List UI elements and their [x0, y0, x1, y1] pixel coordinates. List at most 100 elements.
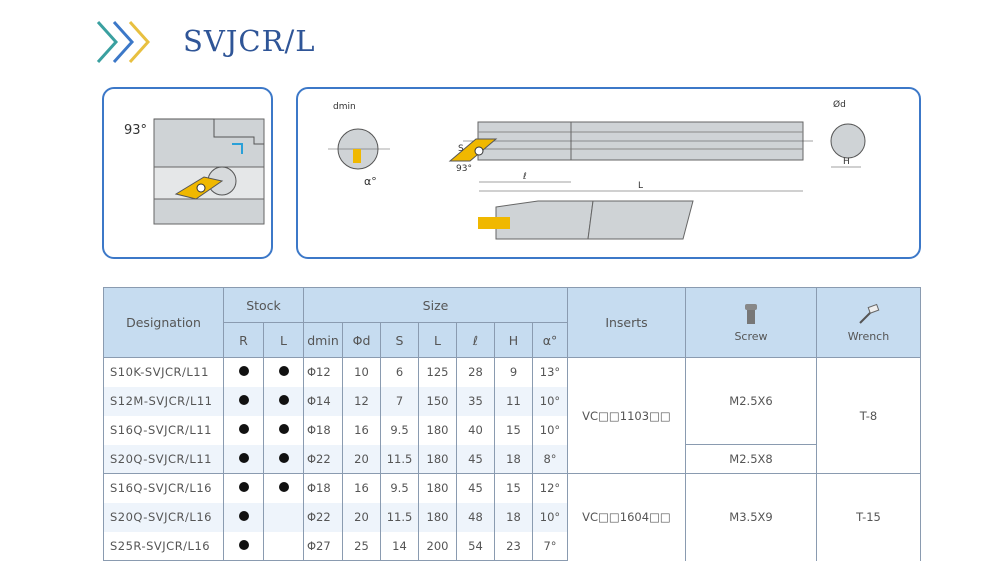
wrench-icon — [858, 303, 879, 324]
wrench-cell: T-15 — [816, 473, 921, 561]
stock-r-cell — [223, 386, 264, 416]
inserts-cell: VC□□1103□□ — [567, 357, 686, 474]
h-cell: 11 — [494, 386, 533, 416]
screw-label: Screw — [734, 329, 768, 343]
s-cell: 14 — [380, 531, 419, 561]
phi-d-cell: 10 — [342, 357, 381, 387]
stock-r-cell — [223, 502, 264, 532]
chevrons-logo-icon — [96, 20, 151, 64]
alpha-cell: 12° — [532, 473, 568, 503]
stock-l-cell — [263, 415, 304, 445]
h-cell: 18 — [494, 502, 533, 532]
stock-dot-icon — [278, 482, 289, 493]
stock-l-cell — [263, 473, 304, 503]
alpha-label: α° — [364, 175, 377, 188]
page-title: SVJCR/L — [183, 24, 316, 58]
stock-dot-icon — [238, 366, 249, 377]
stock-dot-icon — [238, 452, 249, 463]
dmin-cell: Φ22 — [303, 444, 343, 474]
header-l-small: ℓ — [456, 322, 495, 358]
designation-cell: S10K-SVJCR/L11 — [103, 357, 224, 387]
stock-r-cell — [223, 473, 264, 503]
length-cell: 125 — [418, 357, 457, 387]
stock-l-cell — [263, 386, 304, 416]
wrench-label: Wrench — [847, 329, 890, 343]
dmin-label: dmin — [333, 102, 356, 112]
stock-dot-icon — [278, 395, 289, 405]
l-small-cell: 54 — [456, 531, 495, 561]
phi-d-cell: 20 — [342, 444, 381, 474]
l-big-label: L — [638, 181, 643, 191]
length-cell: 200 — [418, 531, 457, 561]
dmin-cell: Φ14 — [303, 386, 343, 416]
stock-dot-icon — [278, 366, 289, 377]
phi-d-cell: 20 — [342, 502, 381, 532]
header-alpha: α° — [532, 322, 568, 358]
od-label: Ød — [833, 99, 846, 110]
stock-dot-icon — [238, 424, 249, 434]
h-label: H — [843, 157, 850, 167]
s-label: S — [458, 144, 464, 154]
h-cell: 23 — [494, 531, 533, 561]
stock-dot-icon — [238, 482, 249, 493]
l-small-cell: 28 — [456, 357, 495, 387]
s-cell: 6 — [380, 357, 419, 387]
stock-r-cell — [223, 415, 264, 445]
alpha-cell: 10° — [532, 415, 568, 445]
header-s: S — [380, 322, 419, 358]
alpha-cell: 10° — [532, 502, 568, 532]
length-cell: 180 — [418, 473, 457, 503]
header-designation: Designation — [103, 287, 224, 358]
alpha-cell: 7° — [532, 531, 568, 561]
screw-cell: M3.5X9 — [685, 473, 817, 561]
phi-d-cell: 16 — [342, 415, 381, 445]
s-cell: 11.5 — [380, 444, 419, 474]
designation-cell: S20Q-SVJCR/L11 — [103, 444, 224, 474]
header-screw: Screw — [685, 287, 817, 358]
length-cell: 180 — [418, 444, 457, 474]
dmin-cell: Φ27 — [303, 531, 343, 561]
alpha-cell: 13° — [532, 357, 568, 387]
header-inserts: Inserts — [567, 287, 686, 358]
h-cell: 9 — [494, 357, 533, 387]
tool-dimension-diagram: dmin α° S 93° ℓ L Ød H — [296, 87, 921, 259]
dmin-cell: Φ12 — [303, 357, 343, 387]
inserts-cell: VC□□1604□□ — [567, 473, 686, 561]
stock-r-cell — [223, 357, 264, 387]
stock-l-cell — [263, 357, 304, 387]
designation-cell: S16Q-SVJCR/L11 — [103, 415, 224, 445]
phi-d-cell: 16 — [342, 473, 381, 503]
length-cell: 180 — [418, 415, 457, 445]
wrench-cell: T-8 — [816, 357, 921, 474]
s-cell: 7 — [380, 386, 419, 416]
l-small-label: ℓ — [522, 172, 527, 182]
stock-r-cell — [223, 444, 264, 474]
stock-dot-icon — [278, 452, 289, 463]
dmin-cell: Φ18 — [303, 473, 343, 503]
l-small-cell: 45 — [456, 444, 495, 474]
screw-icon — [745, 303, 757, 324]
l-small-cell: 35 — [456, 386, 495, 416]
stock-l-cell — [263, 531, 304, 561]
h-cell: 15 — [494, 473, 533, 503]
stock-dot-icon — [238, 539, 249, 550]
header-length: L — [418, 322, 457, 358]
alpha-cell: 8° — [532, 444, 568, 474]
h-cell: 18 — [494, 444, 533, 474]
l-small-cell: 45 — [456, 473, 495, 503]
angle-label: 93° — [124, 123, 147, 138]
designation-cell: S12M-SVJCR/L11 — [103, 386, 224, 416]
l-small-cell: 40 — [456, 415, 495, 445]
designation-cell: S16Q-SVJCR/L16 — [103, 473, 224, 503]
stock-dot-icon — [238, 511, 249, 521]
stock-dot-icon — [278, 424, 289, 434]
h-cell: 15 — [494, 415, 533, 445]
dmin-cell: Φ22 — [303, 502, 343, 532]
designation-cell: S25R-SVJCR/L16 — [103, 531, 224, 561]
phi-d-cell: 12 — [342, 386, 381, 416]
length-cell: 180 — [418, 502, 457, 532]
phi-d-cell: 25 — [342, 531, 381, 561]
